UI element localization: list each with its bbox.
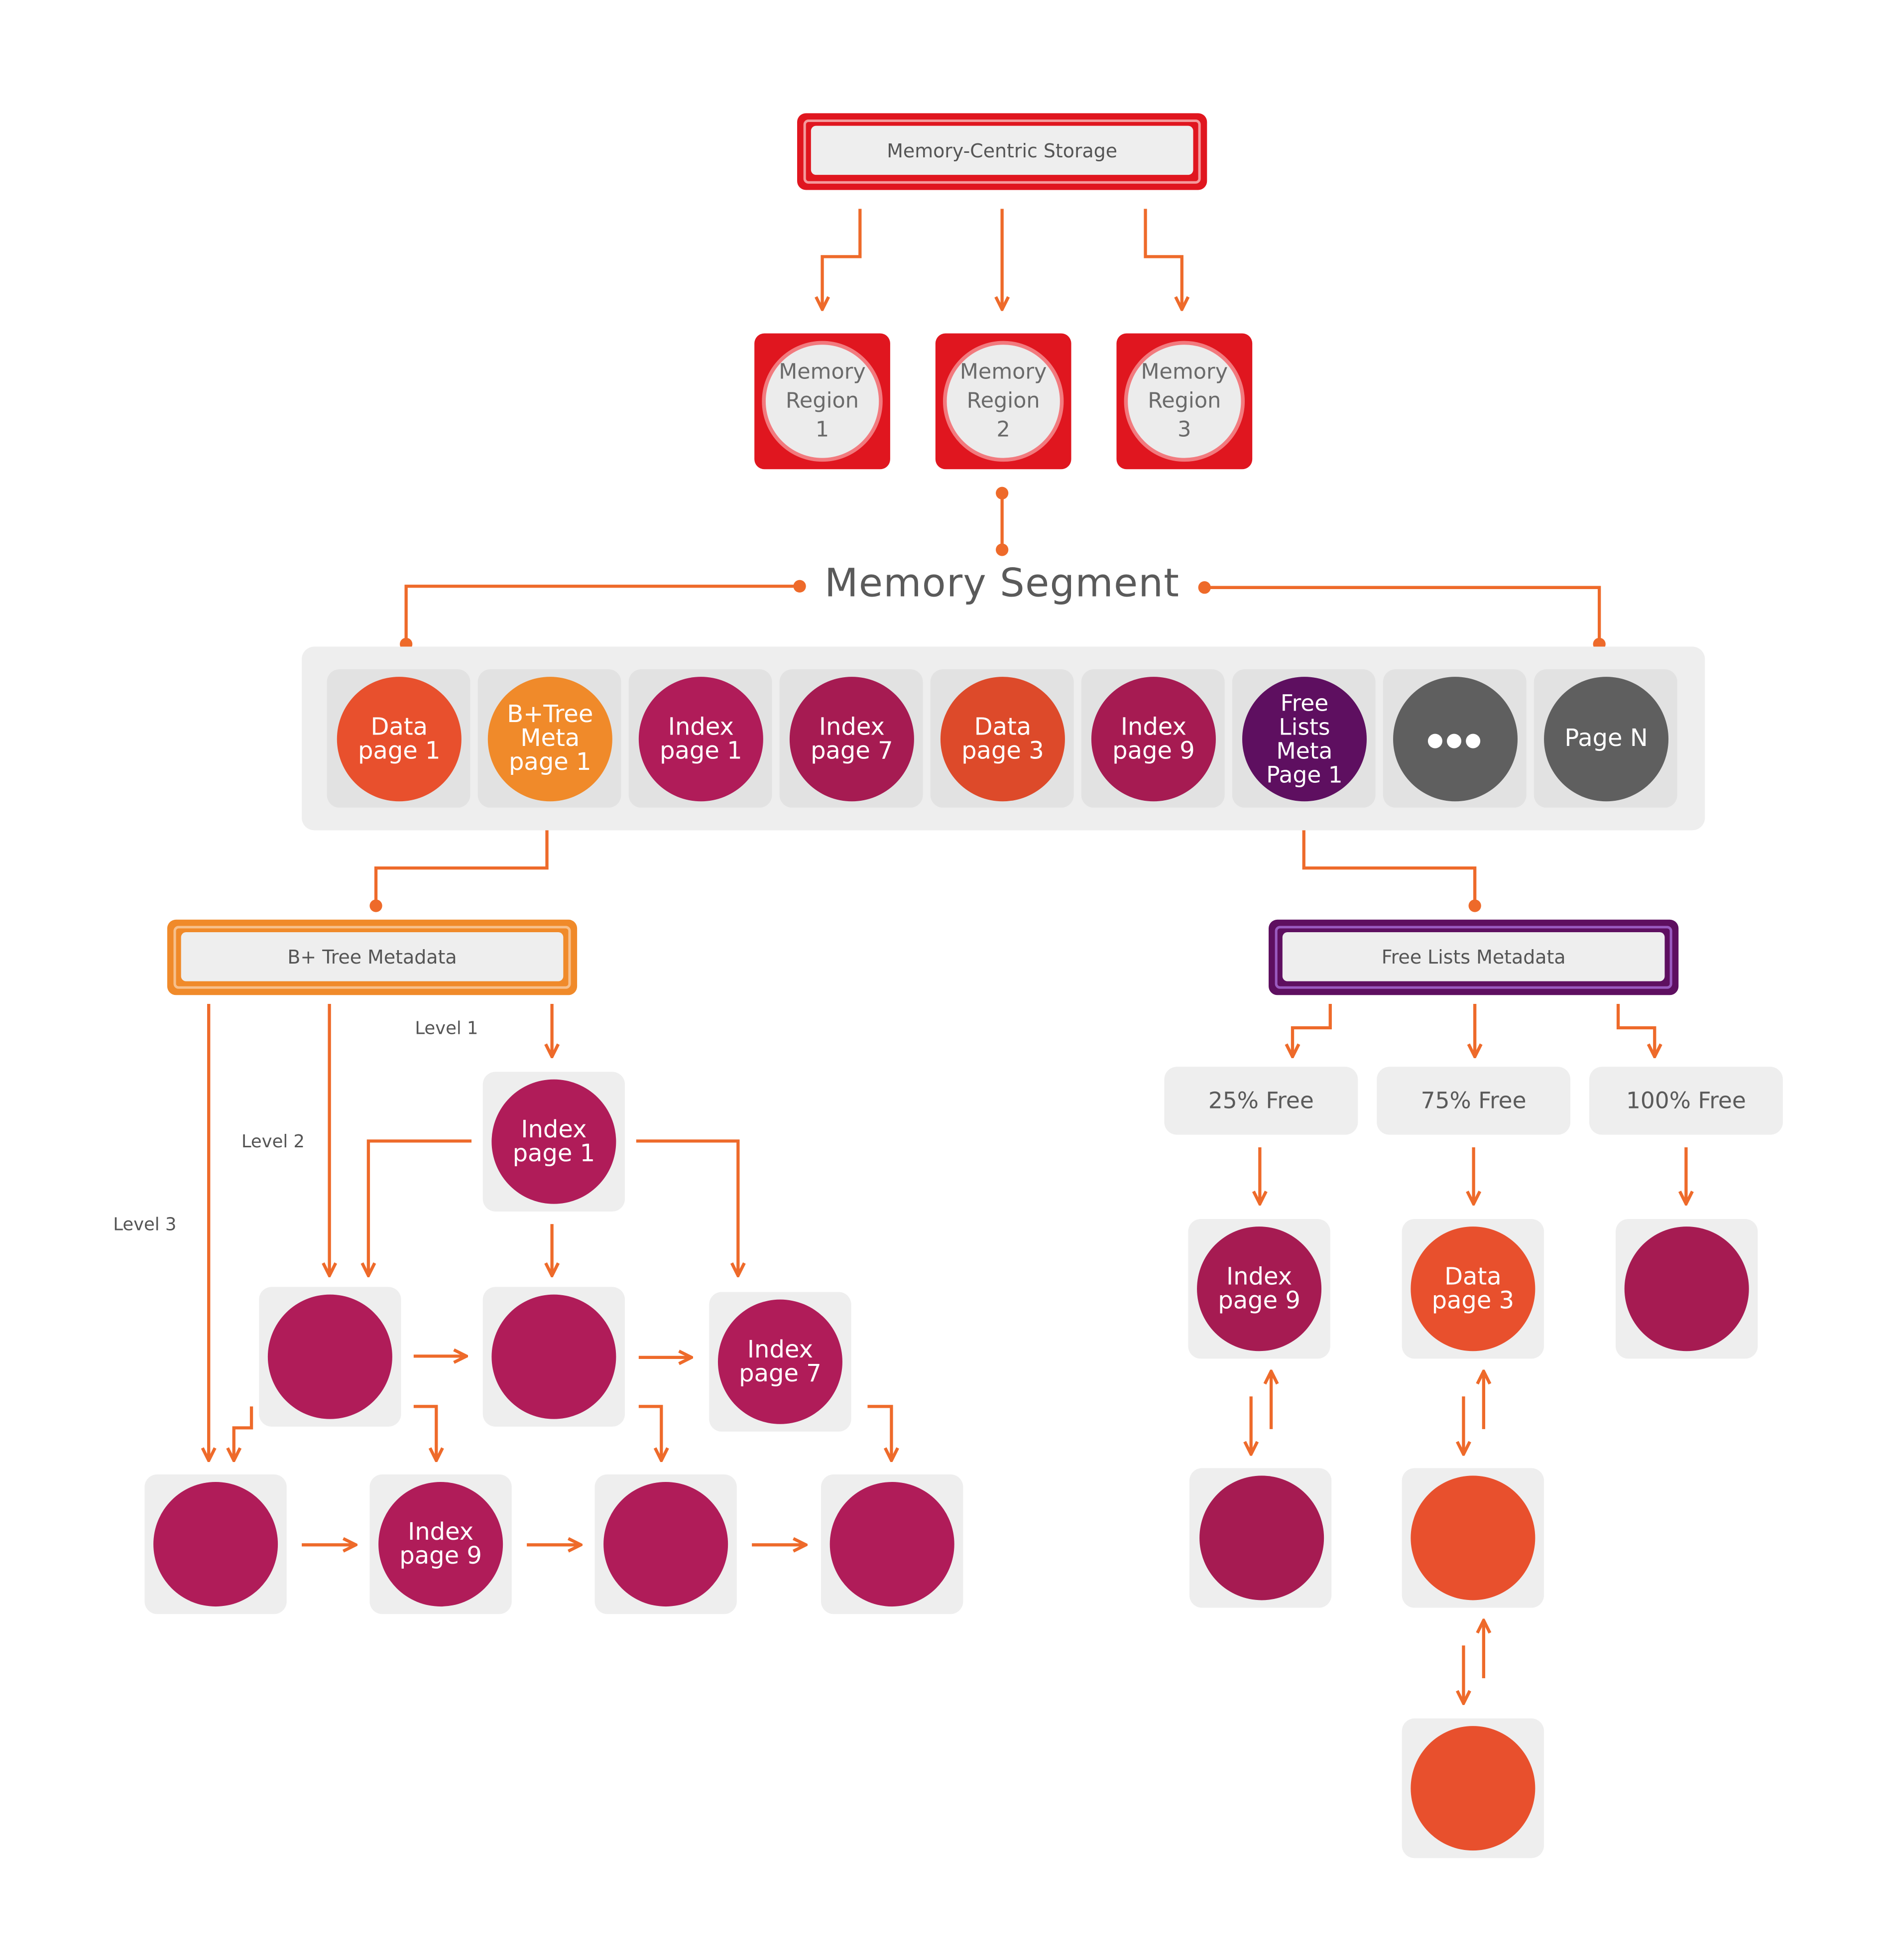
arrow-l2-l3d bbox=[867, 1405, 891, 1461]
segment-page-n: Page N bbox=[1544, 677, 1669, 802]
storage-label: Memory-Centric Storage bbox=[811, 125, 1193, 175]
freelist-75-item-2 bbox=[1411, 1475, 1535, 1600]
btree-l3-node bbox=[829, 1481, 954, 1607]
bucket-100-free: 100% Free bbox=[1589, 1067, 1783, 1135]
segment-page-btree-meta: B+Tree Meta page 1 bbox=[487, 677, 612, 802]
btree-l2-node-index-7: Index page 7 bbox=[717, 1299, 842, 1424]
freelist-25-item-2 bbox=[1199, 1475, 1324, 1600]
level-2-label: Level 2 bbox=[241, 1132, 305, 1153]
btree-metadata: B+ Tree Metadata bbox=[167, 919, 578, 995]
arrow-free-100 bbox=[1616, 1003, 1654, 1057]
segment-page-index-1: Index page 1 bbox=[638, 677, 763, 802]
segment-page-freelists-meta: Free Lists Meta Page 1 bbox=[1242, 677, 1367, 802]
btree-l2-node bbox=[491, 1294, 616, 1419]
level-3-label: Level 3 bbox=[113, 1215, 177, 1235]
arrow-storage-region-1 bbox=[823, 209, 862, 309]
segment-page-data-1: Data page 1 bbox=[337, 677, 462, 802]
arrow-l2-l3c bbox=[638, 1405, 661, 1461]
freelists-metadata: Free Lists Metadata bbox=[1269, 919, 1679, 995]
memory-region-label: Memory Region 3 bbox=[1124, 341, 1245, 462]
btree-l3-node-index-9: Index page 9 bbox=[378, 1481, 503, 1607]
freelist-25-item-1: Index page 9 bbox=[1197, 1226, 1322, 1351]
btree-l3-node bbox=[153, 1481, 278, 1607]
btree-l3-node bbox=[603, 1481, 728, 1607]
segment-page-data-3: Data page 3 bbox=[940, 677, 1065, 802]
freelist-75-item-1: Data page 3 bbox=[1411, 1226, 1535, 1351]
memory-centric-storage: Memory-Centric Storage bbox=[797, 113, 1207, 190]
connector-segment-left bbox=[404, 585, 800, 644]
arrow-l2-l3a bbox=[234, 1406, 253, 1461]
memory-segment-title: Memory Segment bbox=[825, 561, 1180, 607]
bucket-75-free: 75% Free bbox=[1377, 1067, 1571, 1135]
freelist-75-item-3 bbox=[1411, 1726, 1535, 1851]
connector-segment-right bbox=[1204, 586, 1601, 644]
btree-root-node: Index page 1 bbox=[491, 1079, 616, 1204]
level-1-label: Level 1 bbox=[415, 1019, 478, 1039]
freelist-100-item-1 bbox=[1624, 1226, 1749, 1351]
arrow-root-l2c bbox=[636, 1139, 738, 1275]
arrow-l2-l3b bbox=[413, 1405, 436, 1461]
btree-metadata-label: B+ Tree Metadata bbox=[181, 932, 564, 981]
btree-l2-node bbox=[267, 1294, 392, 1419]
segment-page-index-7: Index page 7 bbox=[789, 677, 914, 802]
arrow-storage-region-3 bbox=[1144, 209, 1182, 309]
arrow-root-l2a bbox=[368, 1139, 472, 1275]
connector-btree-meta bbox=[374, 812, 549, 906]
memory-region-label: Memory Region 2 bbox=[943, 341, 1064, 462]
memory-region-2: Memory Region 2 bbox=[935, 333, 1071, 470]
memory-region-label: Memory Region 1 bbox=[762, 341, 883, 462]
memory-region-1: Memory Region 1 bbox=[754, 333, 890, 470]
freelists-metadata-label: Free Lists Metadata bbox=[1282, 932, 1665, 981]
segment-page-ellipsis: ●●● bbox=[1393, 677, 1518, 802]
connector-freelist-meta bbox=[1302, 812, 1477, 906]
segment-page-index-9: Index page 9 bbox=[1091, 677, 1216, 802]
bucket-25-free: 25% Free bbox=[1164, 1067, 1358, 1135]
memory-region-3: Memory Region 3 bbox=[1116, 333, 1253, 470]
arrow-free-25 bbox=[1293, 1003, 1332, 1057]
